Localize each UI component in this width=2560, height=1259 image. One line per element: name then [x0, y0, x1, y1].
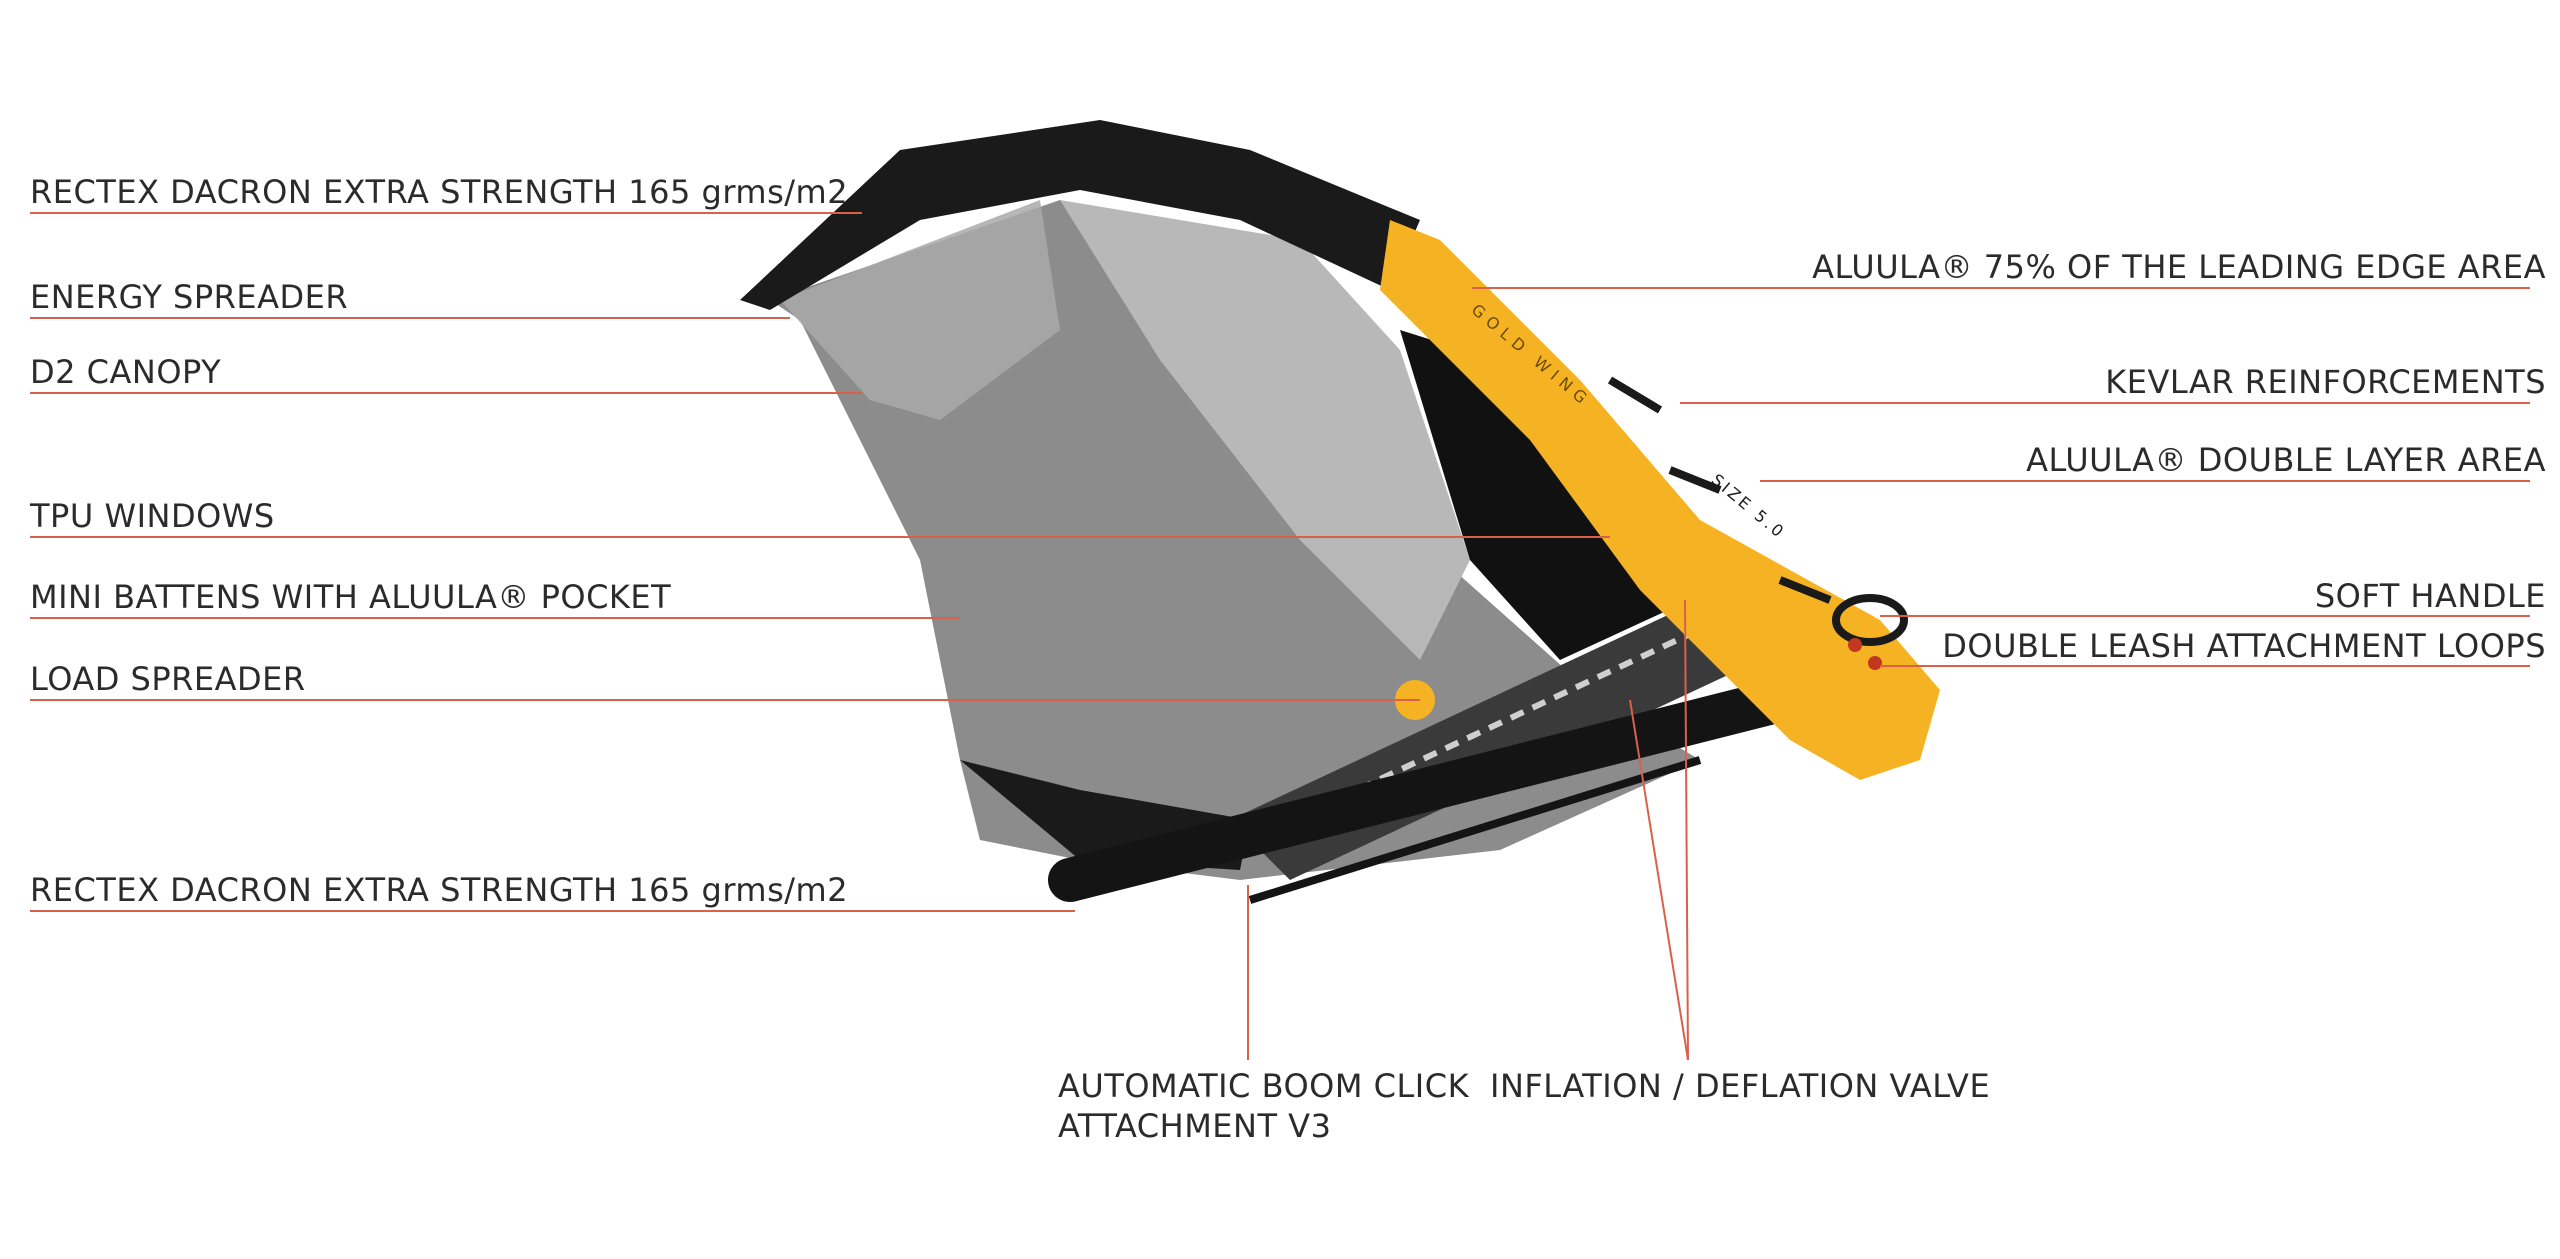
leading-edge-black: [740, 120, 1420, 310]
label-soft-handle: SOFT HANDLE: [2314, 577, 2546, 615]
label-d2-canopy: D2 CANOPY: [30, 353, 222, 391]
canopy-light-panel: [1060, 200, 1470, 660]
label-boom-click: AUTOMATIC BOOM CLICK ATTACHMENT V3: [1058, 1066, 1469, 1146]
label-rectex-top: RECTEX DACRON EXTRA STRENGTH 165 grms/m2: [30, 173, 849, 211]
window-area: [1400, 330, 1690, 660]
strut-band-stripes: [1248, 617, 1722, 843]
leading-edge-yellow: [1380, 220, 1940, 780]
soft-handle-loop: [1832, 594, 1908, 646]
boom-handle: [1248, 756, 1702, 904]
label-aluula-leading-edge: ALUULA® 75% OF THE LEADING EDGE AREA: [1812, 248, 2546, 286]
boom: [1048, 668, 1842, 902]
label-aluula-double-layer: ALUULA® DOUBLE LAYER AREA: [2026, 441, 2546, 479]
label-load-spreader: LOAD SPREADER: [30, 660, 306, 698]
label-boom-click-line-1: AUTOMATIC BOOM CLICK: [1058, 1067, 1470, 1105]
label-kevlar: KEVLAR REINFORCEMENTS: [2105, 363, 2546, 401]
label-rectex-bottom: RECTEX DACRON EXTRA STRENGTH 165 grms/m2: [30, 871, 849, 909]
label-boom-click-line-2: ATTACHMENT V3: [1058, 1107, 1332, 1145]
energy-spreader-panel: [780, 200, 1060, 420]
label-double-leash: DOUBLE LEASH ATTACHMENT LOOPS: [1942, 627, 2546, 665]
label-tpu-windows: TPU WINDOWS: [30, 497, 275, 535]
label-valve: INFLATION / DEFLATION VALVE: [1490, 1066, 1990, 1106]
label-valve-line-1: INFLATION / DEFLATION VALVE: [1490, 1067, 1991, 1105]
label-mini-battens: MINI BATTENS WITH ALUULA® POCKET: [30, 578, 672, 616]
label-energy-spreader: ENERGY SPREADER: [30, 278, 349, 316]
